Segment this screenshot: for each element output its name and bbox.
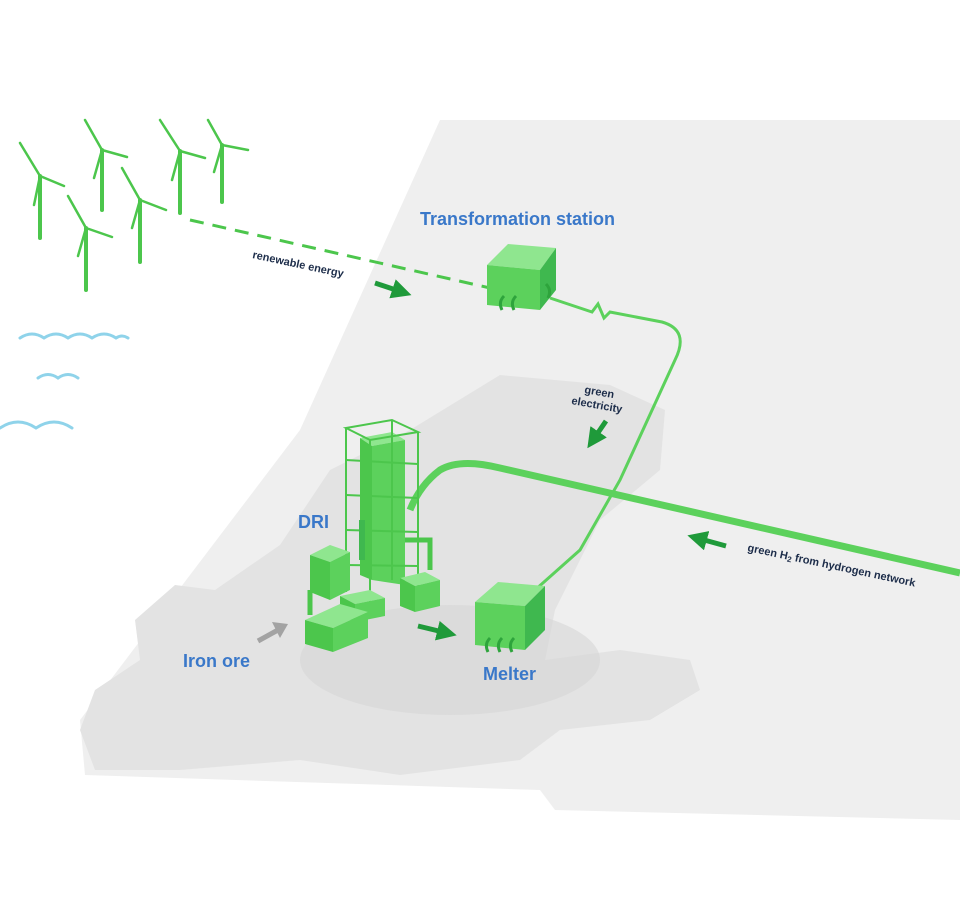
wave-icon [0, 332, 130, 430]
label-green-electricity-line1: green [583, 384, 615, 401]
label-dri: DRI [298, 512, 329, 532]
wind-turbine-icon [83, 118, 129, 212]
wind-turbine-icon [18, 141, 66, 240]
green-electricity-cable [534, 296, 682, 592]
wind-turbine-icon [206, 118, 250, 204]
label-iron-ore: Iron ore [183, 651, 250, 671]
label-renewable-energy: renewable energy [251, 249, 345, 280]
wind-turbine-icon [120, 166, 168, 264]
arrow-icon [687, 531, 727, 551]
wind-turbine-icon [158, 118, 207, 215]
dri-plant [305, 418, 440, 652]
wind-turbines [18, 118, 250, 292]
transformation-station-box [487, 244, 556, 311]
arrow-icon [256, 622, 288, 644]
arrow-icon [587, 419, 609, 449]
label-transformation-station: Transformation station [420, 209, 615, 229]
wind-turbine-icon [66, 194, 114, 292]
renewable-energy-line [189, 218, 491, 290]
arrow-icon [374, 279, 412, 299]
melter-box [475, 582, 545, 653]
hydrogen-subscript: 2 [786, 555, 793, 565]
label-melter: Melter [483, 664, 536, 684]
arrow-icon [417, 620, 457, 641]
